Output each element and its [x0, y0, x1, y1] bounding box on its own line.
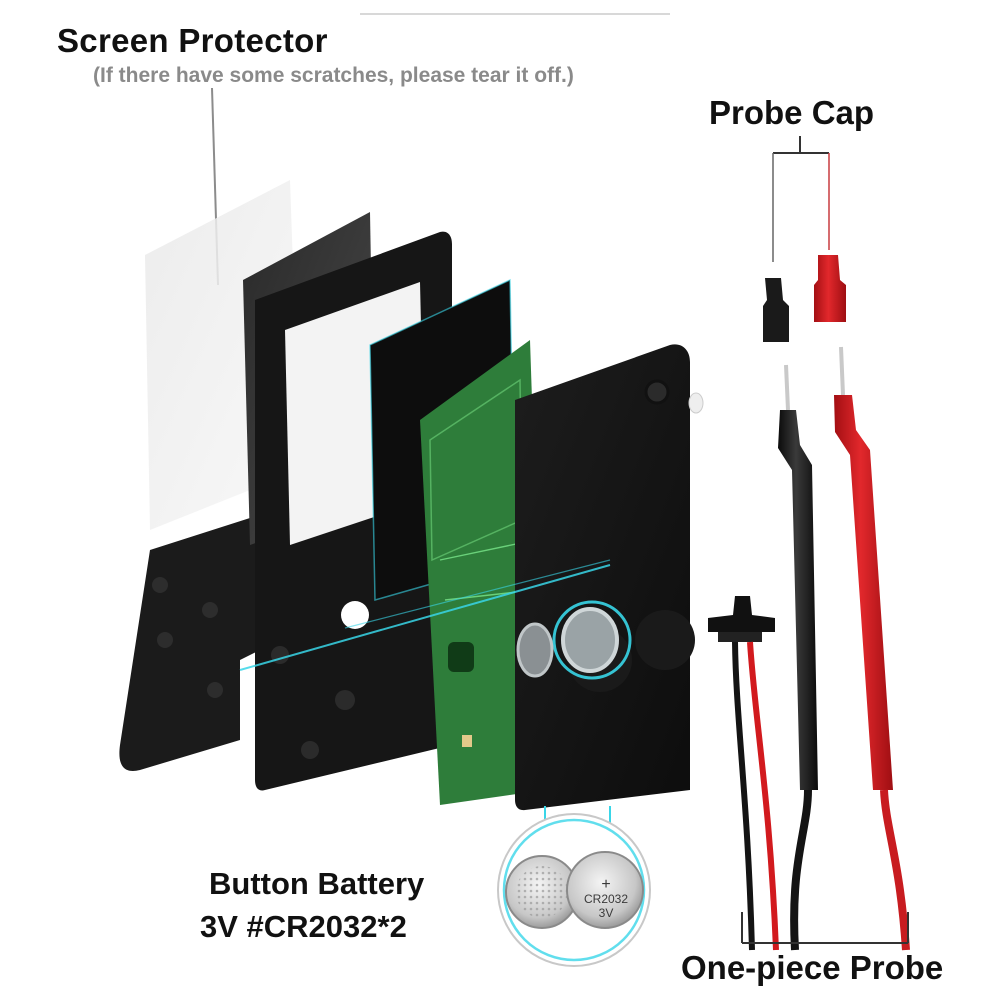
screen-protector-note: (If there have some scratches, please te…	[93, 64, 574, 87]
coin-cell-front	[566, 851, 644, 929]
coin-plus-mark: +	[601, 876, 611, 893]
black-probe-cap	[763, 278, 789, 342]
battery-glow-ring	[552, 600, 632, 680]
pcb-button	[448, 642, 474, 672]
button-battery-title: Button Battery	[209, 866, 425, 901]
probe-connector	[708, 596, 779, 951]
battery-coin-top	[561, 607, 619, 673]
rubber-pad	[119, 510, 280, 771]
coin-model: CR2032	[583, 892, 629, 906]
coin-cell-print: + CR2032 3V	[571, 876, 641, 921]
coin-voltage: 3V	[598, 906, 614, 920]
black-probe	[778, 364, 818, 951]
screen-protector-title: Screen Protector	[57, 22, 328, 59]
pcb-board	[420, 340, 545, 805]
red-probe	[834, 346, 910, 951]
battery-coin-side	[516, 622, 554, 678]
button-battery-spec: 3V #CR2032*2	[200, 909, 407, 944]
one-piece-probe-title: One-piece Probe	[681, 949, 944, 986]
back-housing	[515, 344, 690, 811]
red-probe-cap	[814, 255, 846, 322]
probe-cap-title: Probe Cap	[709, 94, 875, 131]
